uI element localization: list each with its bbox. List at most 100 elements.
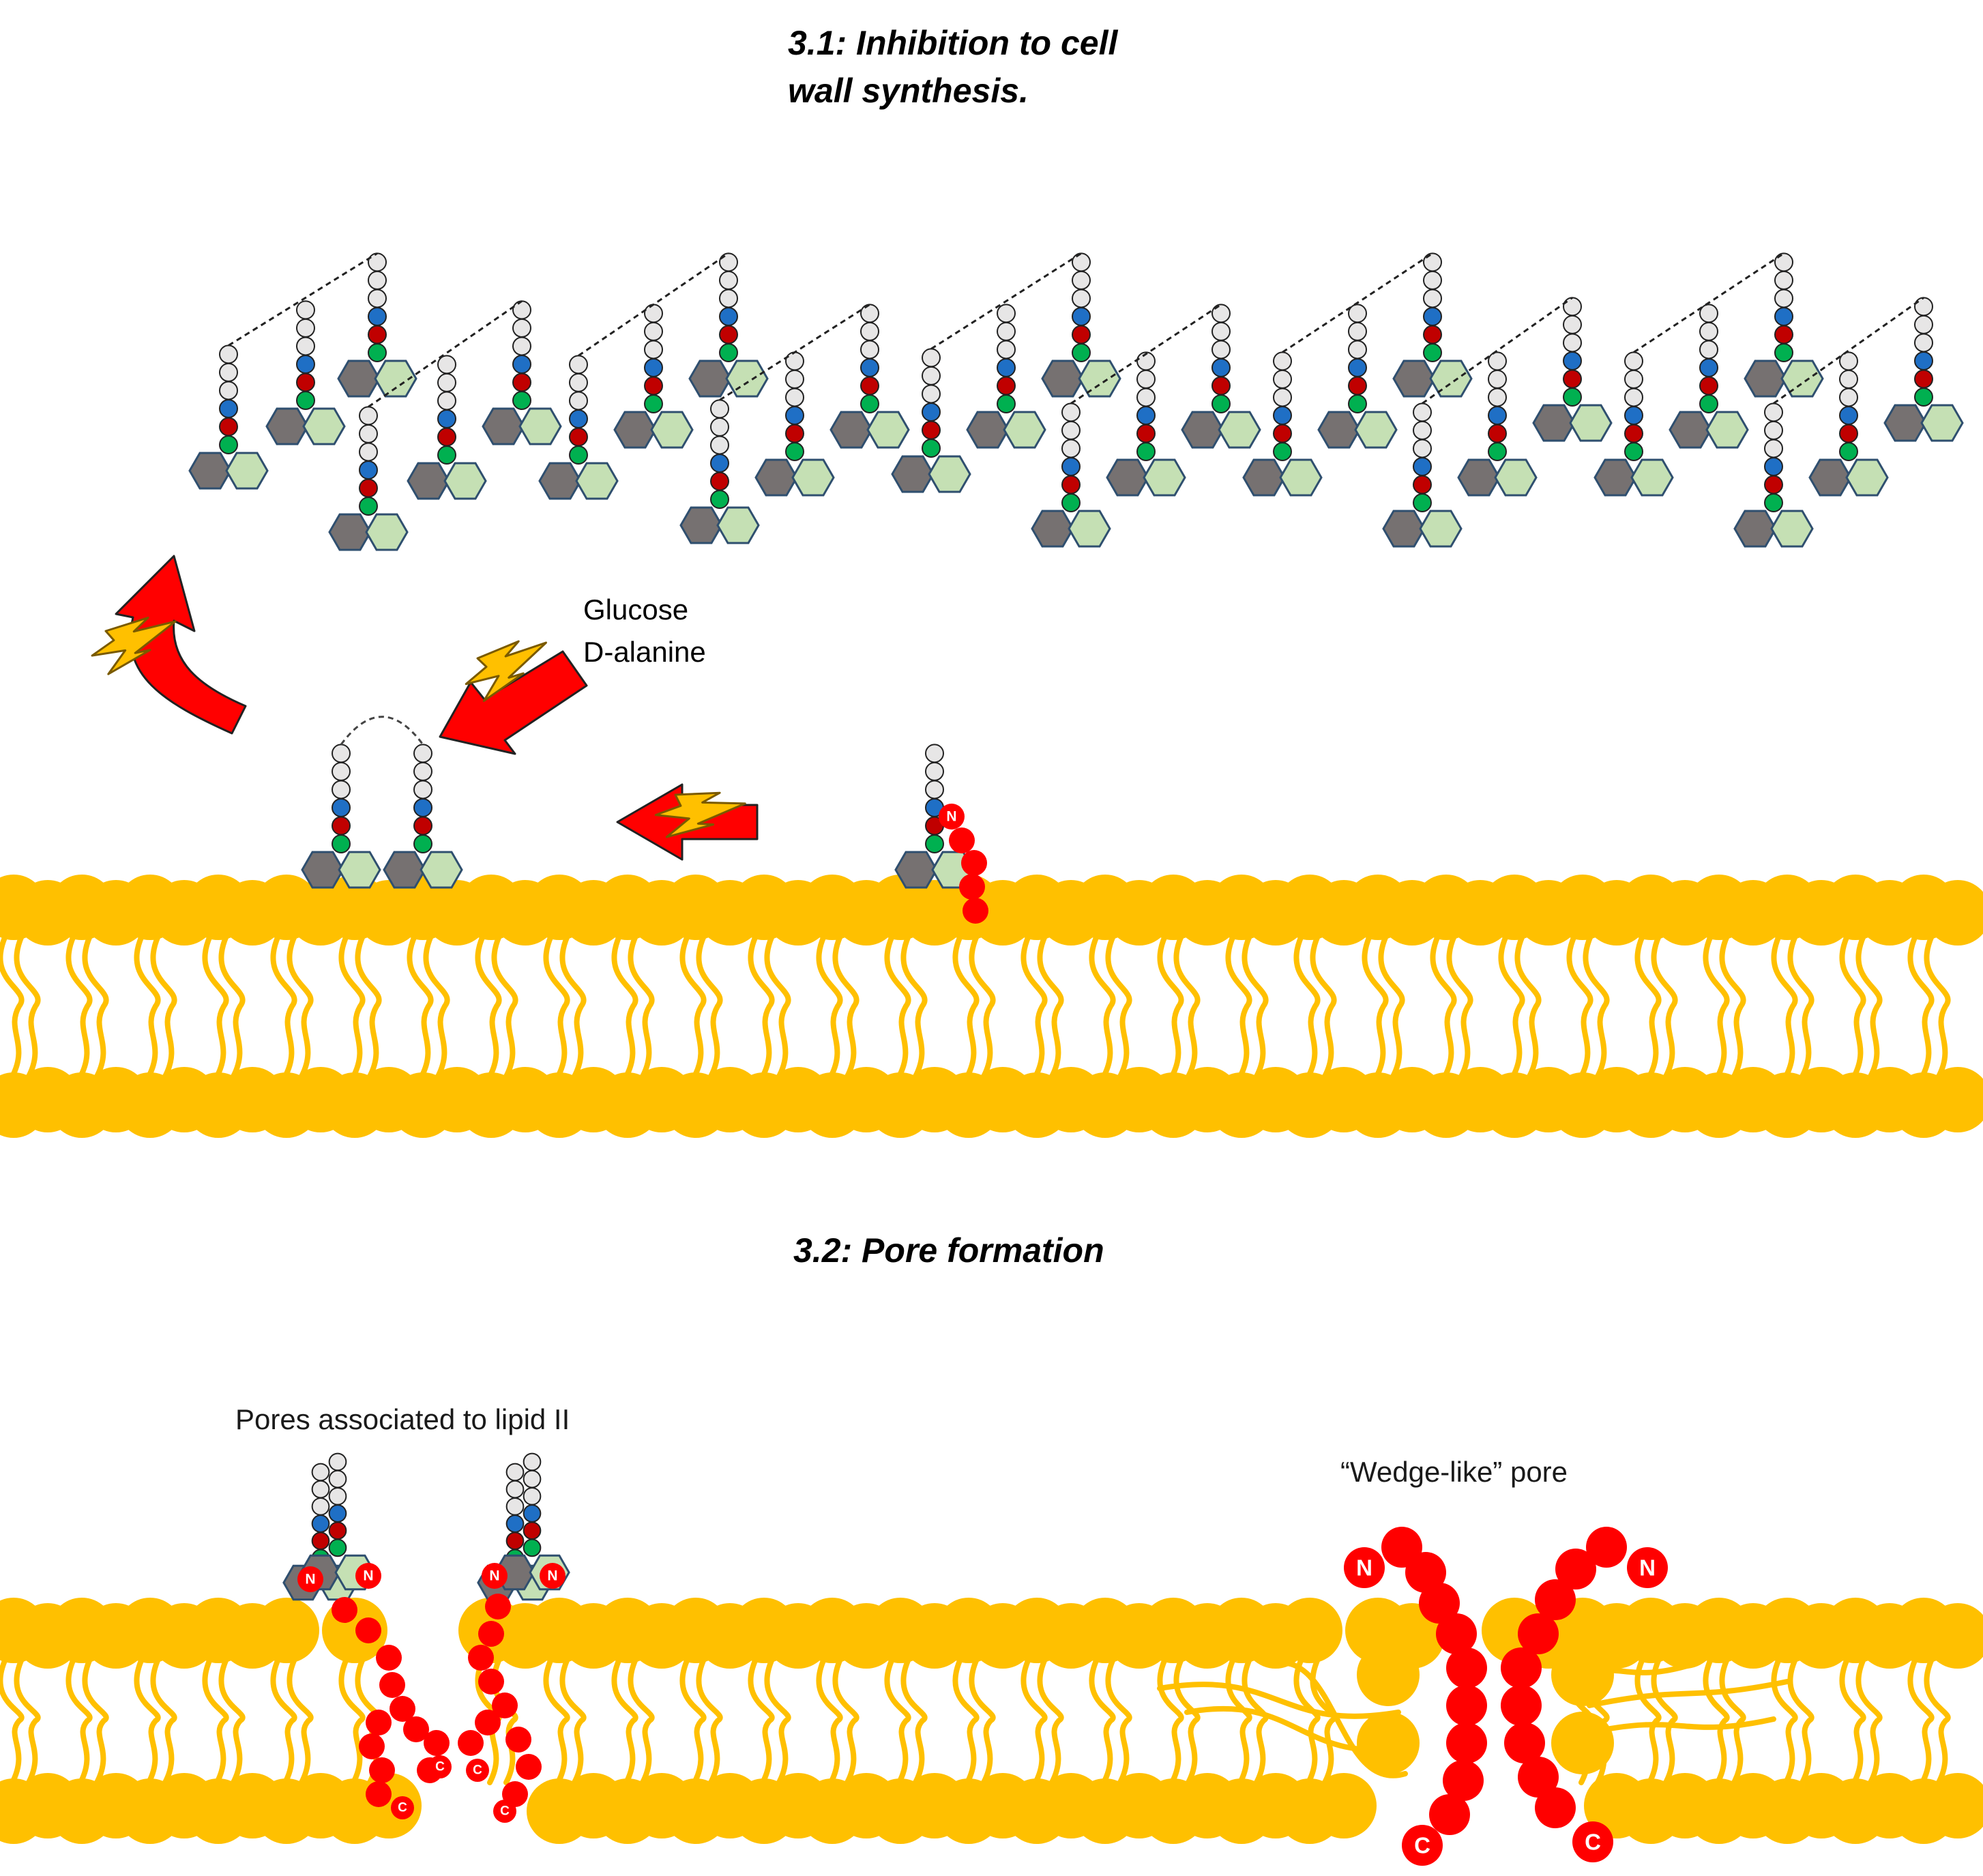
peptide-bead bbox=[1501, 1685, 1542, 1726]
amino-acid-bead bbox=[925, 744, 944, 763]
amino-acid-bead bbox=[860, 304, 879, 323]
amino-acid-bead bbox=[359, 406, 378, 426]
lipid-head bbox=[1175, 880, 1240, 946]
amino-acid-bead bbox=[1488, 387, 1507, 407]
lipid-head bbox=[83, 1773, 149, 1838]
lipid-head bbox=[1652, 1067, 1718, 1132]
amino-acid-bead bbox=[1624, 387, 1643, 407]
lipid-head bbox=[1720, 880, 1786, 946]
amino-acid-bead bbox=[1914, 297, 1933, 317]
sugar-hexagon bbox=[337, 360, 381, 398]
amino-acid-bead bbox=[1273, 369, 1292, 389]
peptide-bead bbox=[475, 1710, 501, 1735]
lipid-head bbox=[1720, 1603, 1786, 1669]
lipid-ii-unit bbox=[679, 399, 760, 544]
lipid-head bbox=[561, 880, 626, 946]
amino-acid-bead bbox=[719, 343, 738, 362]
lipid-tail bbox=[150, 933, 177, 1079]
amino-acid-bead bbox=[1413, 493, 1432, 512]
amino-acid-bead bbox=[719, 306, 738, 326]
lipid-head bbox=[356, 880, 422, 946]
amino-acid-bead bbox=[1774, 325, 1793, 345]
peptide-bead bbox=[1627, 1547, 1668, 1588]
amino-acid-bead bbox=[1413, 456, 1432, 476]
amino-acid-bead bbox=[922, 402, 941, 422]
sugar-hexagon bbox=[679, 506, 723, 544]
sugar-hexagon bbox=[1392, 360, 1436, 398]
amino-acid-bead bbox=[505, 1497, 525, 1516]
amino-acid-bead bbox=[1488, 442, 1507, 461]
n-terminus-label: N bbox=[946, 809, 956, 825]
lipid-ii-unit bbox=[1457, 351, 1538, 497]
lipid-ii-unit bbox=[1382, 402, 1463, 548]
amino-acid-bead bbox=[1563, 369, 1582, 389]
sugar-hexagon bbox=[265, 407, 309, 445]
amino-acid-bead bbox=[719, 270, 738, 290]
lipid-head bbox=[1584, 1773, 1649, 1838]
lipid-head bbox=[1311, 880, 1377, 946]
amino-acid-bead bbox=[1348, 357, 1367, 377]
sugar-hexagon bbox=[1808, 458, 1852, 497]
lipid-tail bbox=[134, 933, 161, 1079]
lipid-head bbox=[1925, 1603, 1983, 1669]
lipid-ii-unit bbox=[383, 744, 463, 889]
lipid-head bbox=[629, 1773, 694, 1838]
amino-acid-bead bbox=[311, 1531, 330, 1551]
amino-acid-bead bbox=[328, 1504, 347, 1523]
c-terminus-label: C bbox=[435, 1760, 445, 1774]
amino-acid-bead bbox=[1413, 402, 1432, 422]
lipid-head bbox=[151, 1603, 217, 1669]
lipid-head bbox=[765, 880, 831, 946]
amino-acid-bead bbox=[523, 1504, 542, 1523]
lipid-head bbox=[902, 1067, 967, 1132]
lipid-tail bbox=[0, 1656, 25, 1785]
amino-acid-bead bbox=[523, 1521, 542, 1540]
peptide-bead bbox=[1344, 1547, 1385, 1588]
lipid-tail bbox=[0, 933, 25, 1079]
amino-acid-bead bbox=[1136, 442, 1156, 461]
section1-title-line1: 3.1: Inhibition to cell bbox=[788, 24, 1118, 62]
amino-acid-bead bbox=[922, 439, 941, 458]
amino-acid-bead bbox=[296, 318, 315, 338]
peptide-bead bbox=[1504, 1723, 1545, 1763]
amino-acid-bead bbox=[1348, 340, 1367, 360]
lipid-tail bbox=[1498, 933, 1525, 1079]
lipid-tail bbox=[1787, 1656, 1815, 1785]
lipid-tail bbox=[1771, 933, 1798, 1079]
amino-acid-bead bbox=[785, 424, 804, 443]
lipid-head bbox=[1106, 1067, 1172, 1132]
amino-acid-bead bbox=[1061, 456, 1081, 476]
sugar-hexagon bbox=[725, 360, 769, 398]
amino-acid-bead bbox=[219, 362, 238, 382]
amino-acid-bead bbox=[1563, 297, 1582, 317]
amino-acid-bead bbox=[860, 340, 879, 360]
lipid-ii-unit bbox=[688, 252, 769, 398]
amino-acid-bead bbox=[1839, 405, 1858, 425]
sugar-hexagon bbox=[1429, 360, 1473, 398]
sugar-hexagon bbox=[420, 851, 463, 889]
lipid-head bbox=[1038, 1067, 1104, 1132]
amino-acid-bead bbox=[1774, 343, 1793, 362]
amino-acid-bead bbox=[505, 1531, 525, 1551]
sugar-hexagon bbox=[1780, 360, 1824, 398]
lipid-tail bbox=[628, 933, 655, 1079]
amino-acid-bead bbox=[1211, 394, 1231, 413]
lipid-ii-unit bbox=[891, 348, 971, 493]
peptide-bead bbox=[959, 874, 985, 900]
amino-acid-bead bbox=[413, 780, 432, 800]
amino-acid-bead bbox=[296, 354, 315, 374]
amino-acid-bead bbox=[359, 497, 378, 516]
amino-acid-bead bbox=[311, 1480, 330, 1499]
sugar-hexagon bbox=[1068, 510, 1111, 548]
peptide-bead bbox=[1572, 1821, 1613, 1862]
lipid-head bbox=[15, 1067, 80, 1132]
amino-acid-bead bbox=[328, 1469, 347, 1489]
lipid-tail bbox=[952, 933, 980, 1079]
lipid-tail bbox=[355, 933, 382, 1079]
lipid-tail bbox=[628, 1656, 655, 1785]
sugar-hexagon bbox=[966, 411, 1010, 449]
lipid-head bbox=[970, 880, 1035, 946]
lipid-ii-unit bbox=[188, 345, 269, 490]
lipid-head bbox=[1175, 1773, 1240, 1838]
amino-acid-bead bbox=[523, 1538, 542, 1557]
